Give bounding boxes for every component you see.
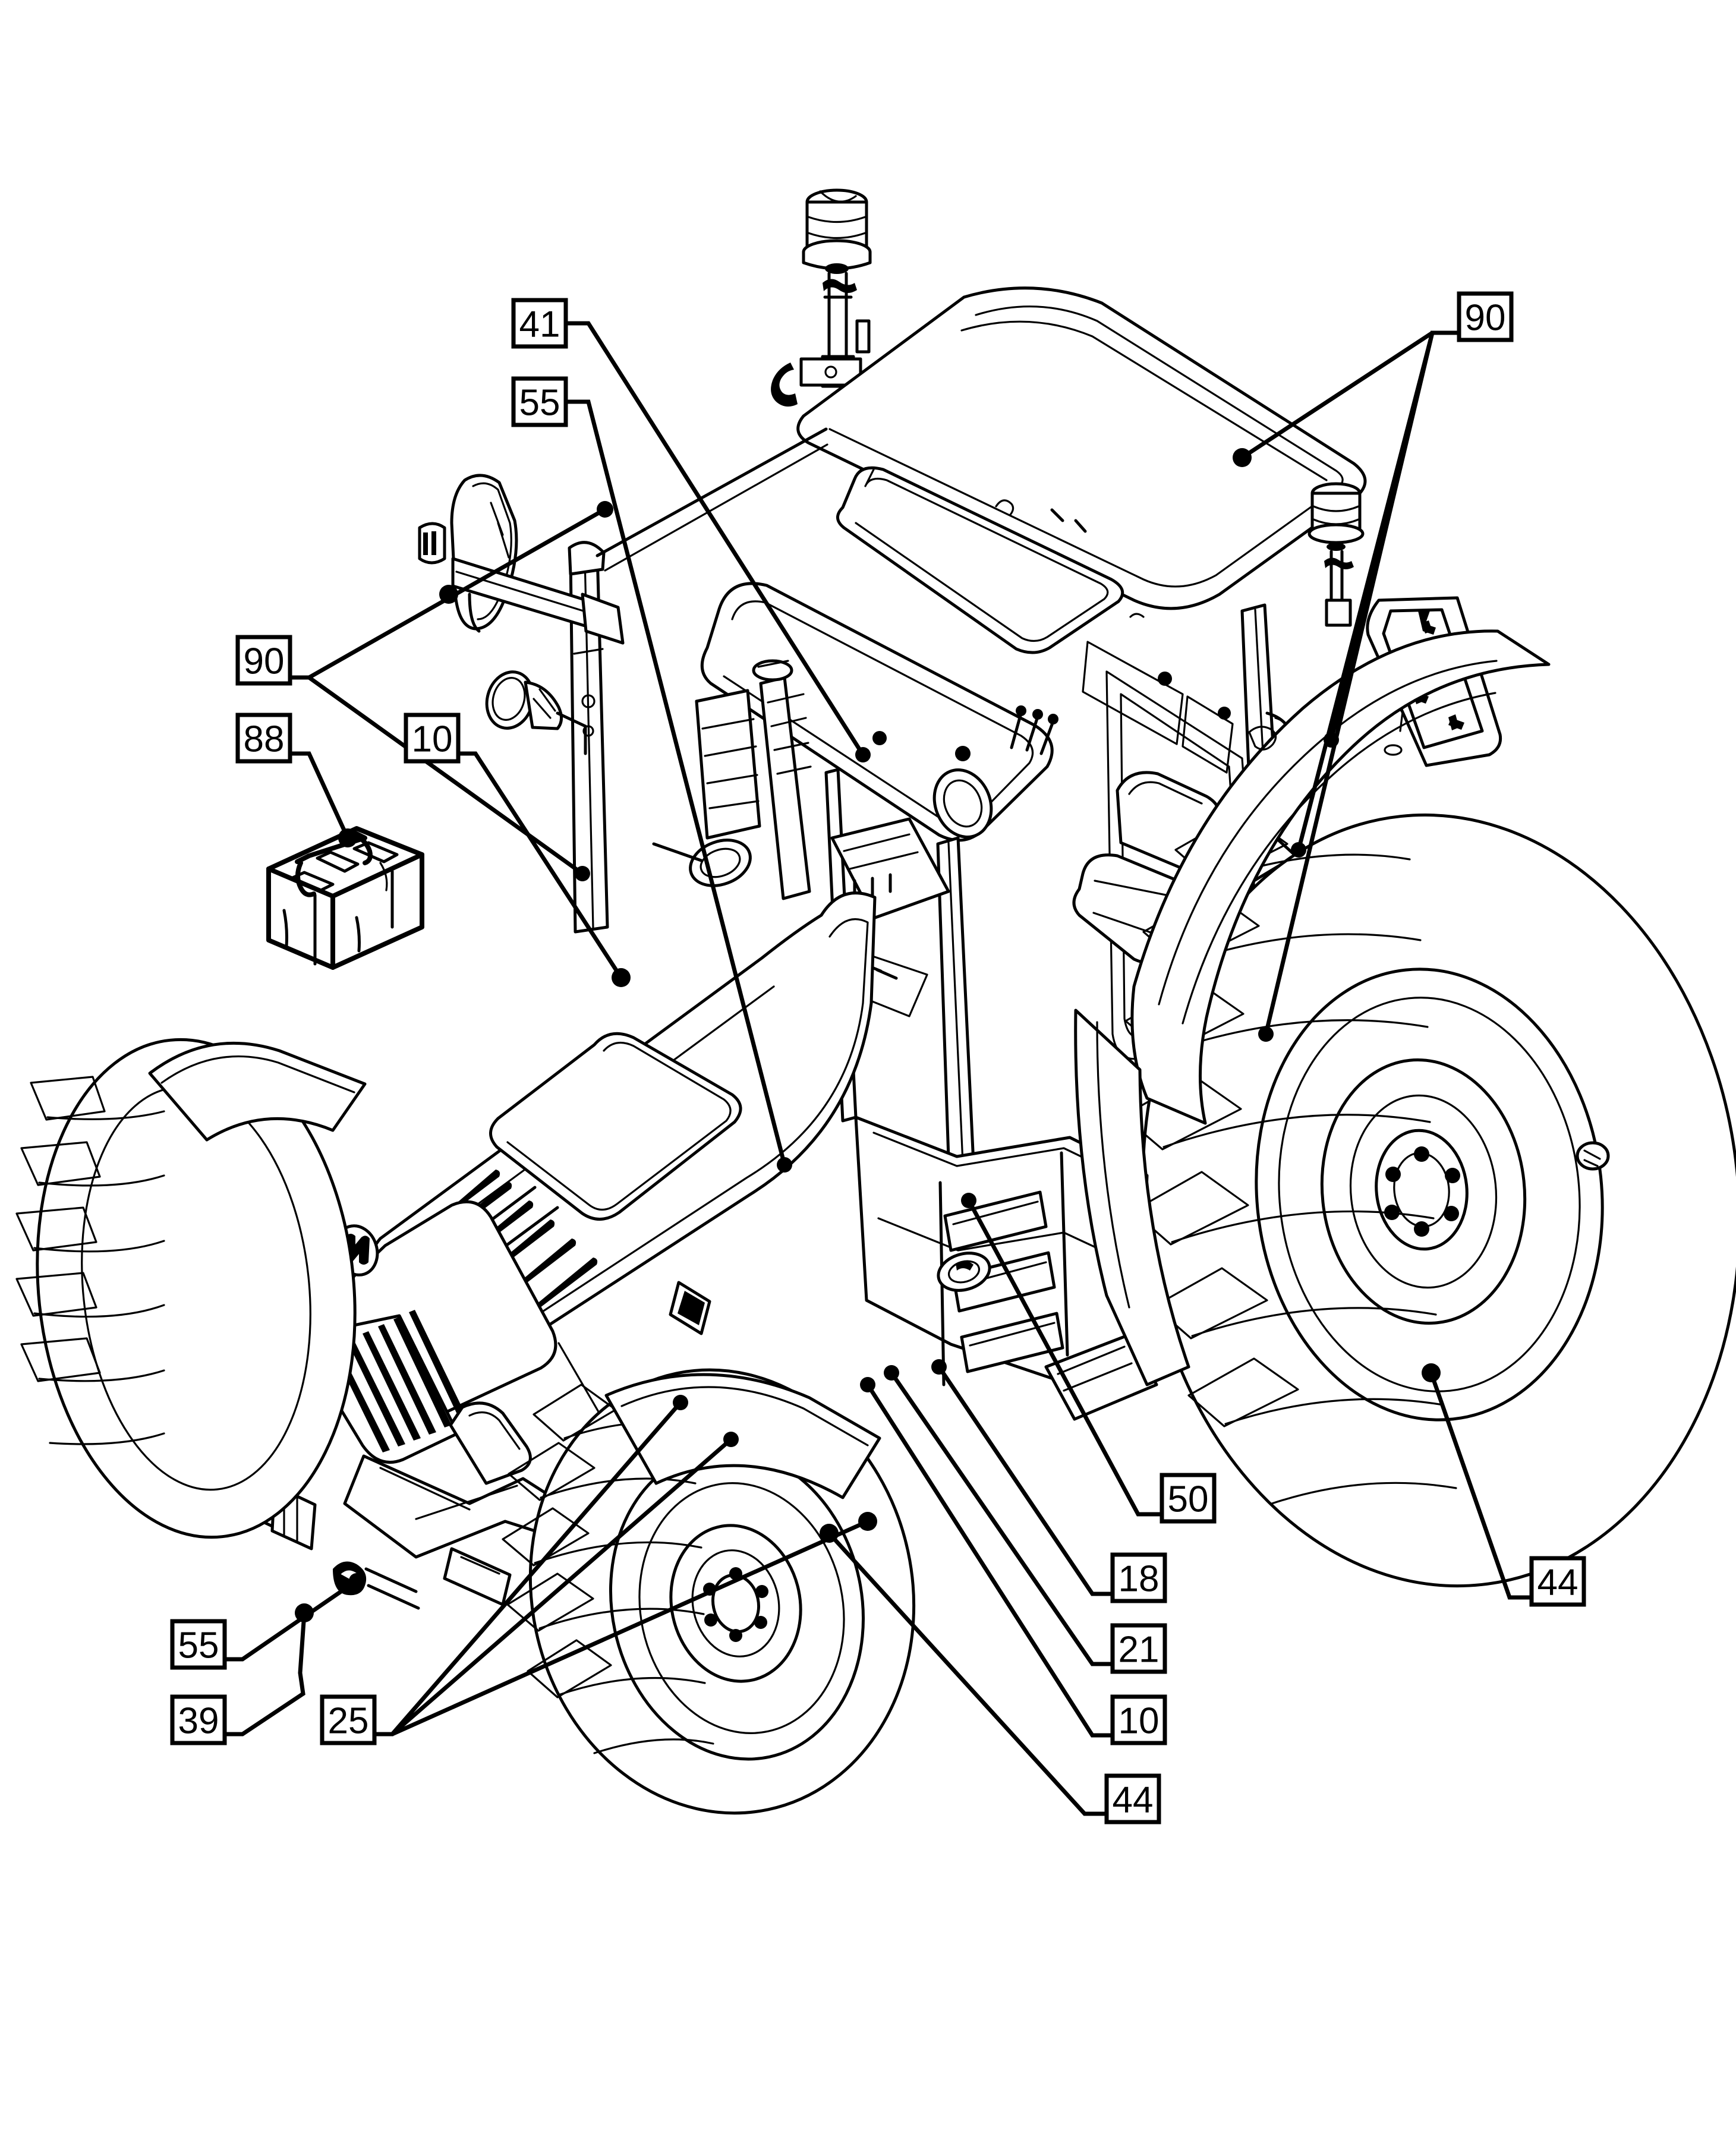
- beacon-light-assembly: [771, 188, 872, 407]
- right-beacon-light: [1307, 482, 1365, 627]
- leader-terminator-dot: [338, 828, 357, 847]
- callout-box[interactable]: [320, 1694, 377, 1745]
- leader-line: [563, 321, 866, 758]
- callout-18[interactable]: 18: [936, 1364, 1167, 1603]
- callout-number: 21: [1119, 1630, 1160, 1671]
- callout-number: 10: [1119, 1701, 1160, 1742]
- callout-number: 55: [178, 1625, 219, 1666]
- callout-box[interactable]: [404, 713, 461, 764]
- front-left-tire: [15, 1038, 367, 1539]
- leader-line: [222, 1578, 360, 1662]
- cab-lower-body: [854, 1115, 1158, 1421]
- callout-number: 10: [412, 719, 453, 760]
- leader-line: [456, 751, 624, 981]
- callout-box[interactable]: [1104, 1773, 1161, 1824]
- callout-number: 44: [1113, 1780, 1154, 1821]
- leader-terminator-dot: [858, 1512, 877, 1531]
- callout-44[interactable]: 44: [1422, 1363, 1586, 1607]
- leader-line: [889, 1370, 1115, 1666]
- beacon-mount-clamp: [771, 357, 862, 407]
- callout-number: 55: [519, 383, 560, 424]
- leader-line: [563, 399, 787, 1168]
- front-grille-bars: [332, 1310, 467, 1452]
- callout-25[interactable]: 25: [320, 1400, 877, 1745]
- callout-39[interactable]: 39: [170, 1603, 314, 1745]
- front-left-tire-lugs: [15, 1076, 165, 1445]
- callout-box[interactable]: [511, 376, 568, 427]
- callout-box[interactable]: [170, 1694, 227, 1745]
- callout-90[interactable]: 90: [235, 506, 608, 877]
- rear-right-hub-bolts: [1384, 1146, 1460, 1237]
- leader-line: [1239, 330, 1461, 1037]
- callout-number: 90: [1465, 298, 1506, 339]
- callout-55[interactable]: 55: [511, 376, 787, 1168]
- leader-line: [936, 1364, 1115, 1596]
- callout-box[interactable]: [1529, 1556, 1586, 1607]
- callout-number: 44: [1537, 1562, 1579, 1603]
- leader-line: [826, 1530, 1109, 1816]
- leader-line: [372, 1400, 871, 1737]
- callout-number: 18: [1119, 1559, 1160, 1600]
- callout-number: 50: [1168, 1479, 1209, 1520]
- leader-terminator-dot: [1233, 448, 1252, 467]
- leader-line: [1428, 1370, 1534, 1600]
- callout-88[interactable]: 88: [235, 713, 357, 847]
- leader-line: [222, 1611, 307, 1737]
- callout-box[interactable]: [235, 635, 292, 686]
- callout-number: 90: [244, 641, 285, 682]
- callout-55[interactable]: 55: [170, 1578, 360, 1670]
- leader-line: [288, 506, 608, 877]
- callout-box[interactable]: [170, 1619, 227, 1670]
- callout-box[interactable]: [1110, 1623, 1167, 1674]
- callout-box[interactable]: [1110, 1694, 1167, 1745]
- callout-50[interactable]: 50: [966, 1197, 1217, 1524]
- leader-line: [865, 1382, 1115, 1738]
- callout-21[interactable]: 21: [889, 1370, 1167, 1674]
- leader-terminator-dot: [295, 1603, 314, 1622]
- leader-terminator-dot: [439, 585, 458, 604]
- rear-right-tire: [1122, 811, 1736, 1588]
- cab-roof: [796, 286, 1367, 654]
- callout-box[interactable]: [1160, 1473, 1217, 1524]
- callout-number: 39: [178, 1701, 219, 1742]
- front-right-tire: [502, 1368, 916, 1815]
- callout-90[interactable]: 90: [1233, 291, 1514, 1037]
- leader-terminator-dot: [612, 968, 631, 987]
- callout-44[interactable]: 44: [820, 1524, 1161, 1824]
- callout-box[interactable]: [1457, 291, 1514, 342]
- callout-10[interactable]: 10: [865, 1382, 1167, 1745]
- callout-number: 25: [328, 1701, 369, 1742]
- callout-box[interactable]: [511, 298, 568, 349]
- leader-line: [288, 751, 351, 841]
- callout-number: 88: [244, 719, 285, 760]
- tractor-drawing: [15, 188, 1736, 1815]
- callout-10[interactable]: 10: [404, 713, 631, 987]
- work-light: [485, 670, 587, 755]
- callout-box[interactable]: [1110, 1552, 1167, 1603]
- leader-terminator-dot: [1422, 1363, 1441, 1382]
- leader-line: [966, 1197, 1164, 1517]
- callout-box[interactable]: [235, 713, 292, 764]
- rear-left-tire: [1074, 1009, 1190, 1386]
- callout-number: 41: [519, 304, 560, 345]
- callout-41[interactable]: 41: [511, 298, 866, 758]
- rear-fender: [1130, 629, 1551, 1125]
- battery-box: [266, 826, 424, 970]
